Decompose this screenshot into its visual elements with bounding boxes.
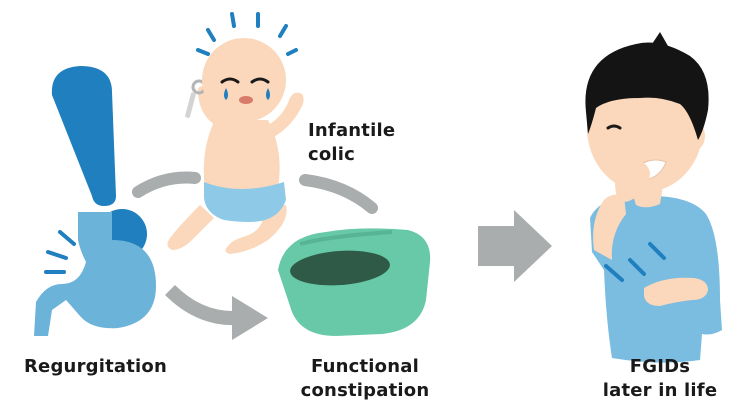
label-functional-constipation-line1: Functional <box>290 356 440 378</box>
connector-arc-left <box>138 178 195 192</box>
label-fgids-line2: later in life <box>590 380 730 402</box>
label-functional-constipation-line2: constipation <box>290 380 440 402</box>
label-infantile-colic-line1: Infantile <box>308 120 395 142</box>
label-regurgitation: Regurgitation <box>24 356 167 378</box>
connector-arc-right <box>305 180 372 208</box>
arrow-regurgitation-to-constipation <box>170 290 268 340</box>
label-infantile-colic-line2: colic <box>308 144 355 166</box>
label-fgids-line1: FGIDs <box>590 356 730 378</box>
crying-baby-illustration <box>167 14 303 254</box>
boy-stomachache-illustration <box>585 32 722 363</box>
potty-icon <box>278 228 430 336</box>
arrow-icon <box>478 210 552 282</box>
